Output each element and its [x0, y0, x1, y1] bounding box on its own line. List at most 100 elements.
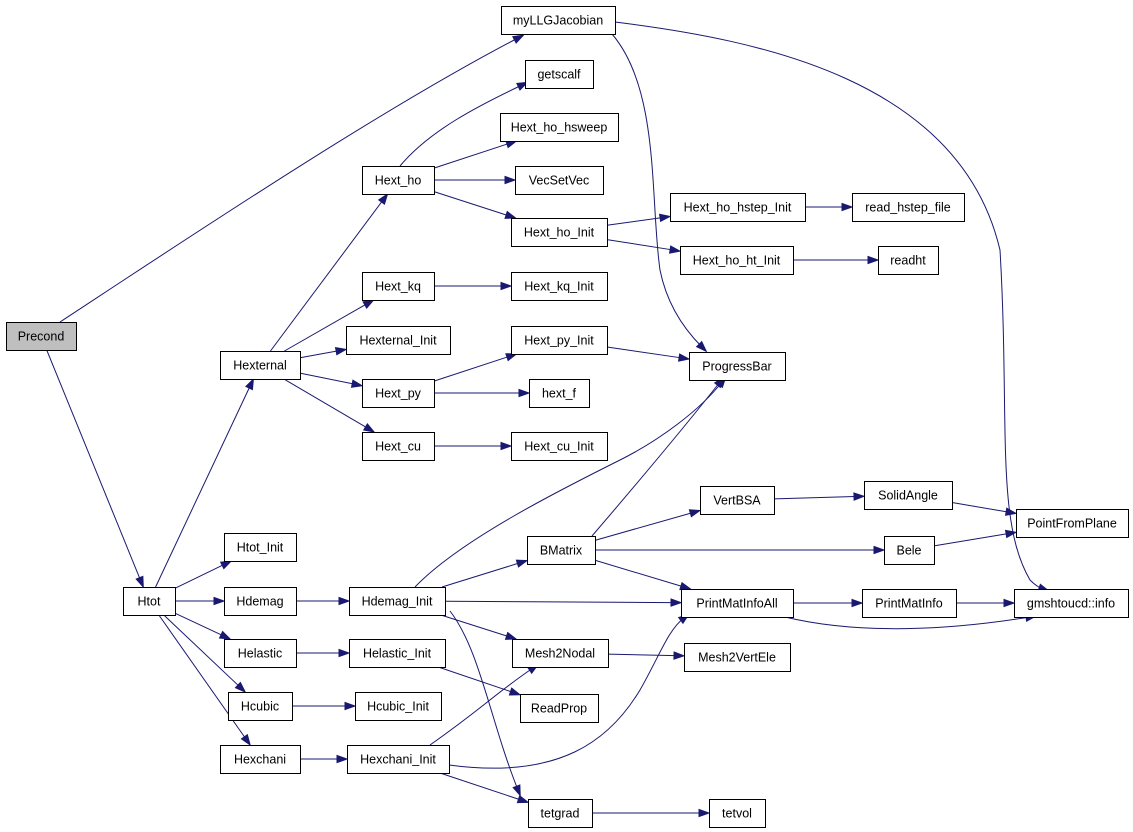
edge-Hext_ho-to-getscalf: [399, 81, 529, 167]
node-box: [512, 639, 609, 668]
node-Hext_kq_Init[interactable]: Hext_kq_Init: [511, 272, 608, 301]
node-gmshtoucd_info[interactable]: gmshtoucd::info: [1014, 589, 1129, 618]
arrowhead-icon: [504, 175, 517, 185]
node-PointFromPlane[interactable]: PointFromPlane: [1016, 509, 1129, 538]
node-Mesh2VertEle[interactable]: Mesh2VertEle: [684, 643, 791, 672]
arrowhead-icon: [500, 441, 513, 451]
node-box: [681, 589, 794, 618]
node-label: Helastic: [238, 647, 282, 661]
node-tetgrad[interactable]: tetgrad: [528, 799, 593, 828]
node-box: [362, 272, 435, 301]
arrowhead-icon: [338, 648, 351, 658]
arrowhead-icon: [500, 281, 513, 291]
node-Hexchani_Init[interactable]: Hexchani_Init: [347, 745, 450, 774]
node-Hext_ho_hstep_Init[interactable]: Hext_ho_hstep_Init: [670, 193, 806, 222]
node-box: [884, 536, 935, 565]
node-box: [511, 432, 608, 461]
node-box: [355, 692, 442, 721]
node-Hext_kq[interactable]: Hext_kq: [362, 272, 435, 301]
node-ProgressBar[interactable]: ProgressBar: [689, 352, 786, 381]
node-Htot[interactable]: Htot: [123, 587, 176, 616]
edge-line: [784, 616, 1031, 630]
edge-Precond-to-Htot: [46, 349, 144, 589]
node-PrintMatInfoAll[interactable]: PrintMatInfoAll: [681, 589, 794, 618]
node-Hext_cu[interactable]: Hext_cu: [362, 432, 435, 461]
node-Hext_py[interactable]: Hext_py: [362, 379, 435, 408]
node-readht[interactable]: readht: [878, 246, 939, 275]
arrowhead-icon: [668, 245, 682, 254]
edge-line: [444, 600, 673, 604]
arrowhead-icon: [518, 388, 531, 398]
node-box: [123, 587, 176, 616]
arrowhead-icon: [504, 631, 518, 640]
arrowhead-icon: [1004, 529, 1018, 539]
node-ReadProp[interactable]: ReadProp: [520, 694, 599, 723]
edge-line: [438, 666, 512, 693]
node-Hexternal[interactable]: Hexternal: [220, 351, 301, 380]
node-label: myLLGJacobian: [513, 14, 603, 28]
arrowhead-icon: [677, 353, 691, 362]
node-label: Hdemag: [236, 595, 283, 609]
arrowhead-icon: [135, 575, 144, 589]
node-label: Hext_py: [375, 387, 422, 401]
call-edges: [46, 21, 1051, 818]
node-Htot_Init[interactable]: Htot_Init: [224, 533, 297, 562]
edge-line: [433, 356, 509, 382]
node-BMatrix[interactable]: BMatrix: [527, 536, 596, 565]
edge-line: [591, 381, 721, 537]
node-box: [511, 326, 608, 355]
arrowhead-icon: [338, 596, 351, 606]
edge-line: [46, 349, 141, 579]
node-Precond[interactable]: Precond: [6, 322, 77, 351]
node-box: [529, 379, 590, 408]
node-myLLGJacobian[interactable]: myLLGJacobian: [501, 6, 616, 35]
node-label: PrintMatInfo: [875, 597, 942, 611]
node-read_hstep_file[interactable]: read_hstep_file: [852, 193, 965, 222]
node-VecSetVec[interactable]: VecSetVec: [515, 166, 604, 195]
node-Bele[interactable]: Bele: [884, 536, 935, 565]
node-box: [220, 745, 301, 774]
arrowhead-icon: [853, 492, 866, 501]
node-Hcubic_Init[interactable]: Hcubic_Init: [355, 692, 442, 721]
node-tetvol[interactable]: tetvol: [709, 799, 766, 828]
node-Hcubic[interactable]: Hcubic: [228, 692, 293, 721]
node-hext_f[interactable]: hext_f: [529, 379, 590, 408]
node-label: getscalf: [537, 68, 581, 82]
edge-line: [429, 667, 534, 746]
node-Hext_ho_hsweep[interactable]: Hext_ho_hsweep: [500, 113, 619, 142]
node-Helastic[interactable]: Helastic: [224, 639, 297, 668]
node-Hext_py_Init[interactable]: Hext_py_Init: [511, 326, 608, 355]
node-box: [362, 432, 435, 461]
edge-Bele-to-PointFromPlane: [933, 529, 1018, 547]
node-Hdemag_Init[interactable]: Hdemag_Init: [349, 587, 446, 616]
node-Hext_cu_Init[interactable]: Hext_cu_Init: [511, 432, 608, 461]
node-label: Htot: [138, 595, 161, 609]
edge-Hexchani_Init-to-tetgrad: [439, 772, 530, 804]
node-label: read_hstep_file: [865, 201, 951, 215]
edge-Htot-to-Htot_Init: [174, 560, 233, 589]
node-getscalf[interactable]: getscalf: [525, 60, 594, 89]
node-Hext_ho_Init[interactable]: Hext_ho_Init: [511, 218, 608, 247]
node-box: [346, 326, 451, 355]
node-Helastic_Init[interactable]: Helastic_Init: [349, 639, 446, 668]
node-label: Hext_ho_hstep_Init: [684, 201, 792, 215]
edge-Hext_ho-to-Hext_ho_Init: [433, 191, 518, 219]
arrowhead-icon: [336, 754, 349, 764]
node-PrintMatInfo[interactable]: PrintMatInfo: [862, 589, 957, 618]
arrowhead-icon: [516, 81, 529, 91]
node-Hexternal_Init[interactable]: Hexternal_Init: [346, 326, 451, 355]
node-Mesh2Nodal[interactable]: Mesh2Nodal: [512, 639, 609, 668]
node-label: Mesh2Nodal: [525, 647, 595, 661]
node-label: VecSetVec: [529, 174, 589, 188]
arrowhead-icon: [873, 545, 886, 555]
node-Hexchani[interactable]: Hexchani: [220, 745, 301, 774]
node-Hdemag[interactable]: Hdemag: [224, 587, 297, 616]
node-Hext_ho_ht_Init[interactable]: Hext_ho_ht_Init: [680, 246, 794, 275]
node-Hext_ho[interactable]: Hext_ho: [362, 166, 435, 195]
edge-Hext_py-to-Hext_py_Init: [433, 353, 518, 382]
arrowhead-icon: [245, 377, 255, 391]
node-VertBSA[interactable]: VertBSA: [700, 486, 775, 515]
node-box: [501, 6, 616, 35]
node-box: [864, 481, 953, 510]
node-SolidAngle[interactable]: SolidAngle: [864, 481, 953, 510]
